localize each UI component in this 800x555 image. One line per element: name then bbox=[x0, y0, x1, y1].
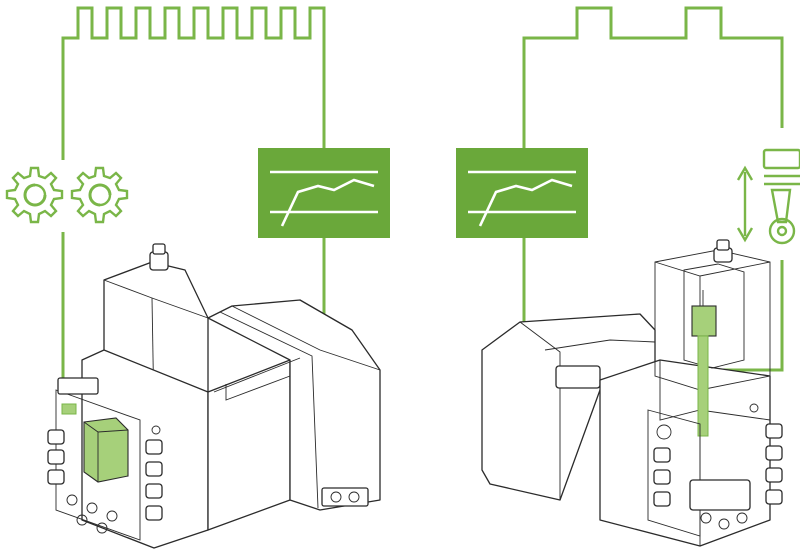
control-curve-icon bbox=[270, 170, 378, 227]
gear-pump-highlight bbox=[83, 417, 129, 483]
piston-icon bbox=[762, 148, 800, 245]
control-curve-icon bbox=[468, 170, 576, 227]
left-controller-box bbox=[258, 148, 390, 238]
piston-highlight bbox=[691, 305, 717, 337]
right-melter-unit bbox=[481, 239, 783, 547]
right-controller-box bbox=[456, 148, 588, 238]
left-fittings bbox=[47, 425, 163, 534]
right-fittings bbox=[653, 403, 783, 530]
left-gear-icon bbox=[5, 166, 64, 224]
left-melter-unit bbox=[47, 243, 381, 549]
right-gear-icon bbox=[70, 166, 129, 224]
right-signal-wire bbox=[522, 6, 784, 372]
up-down-arrow-icon bbox=[736, 165, 754, 243]
gear-pump-icon bbox=[5, 166, 129, 224]
